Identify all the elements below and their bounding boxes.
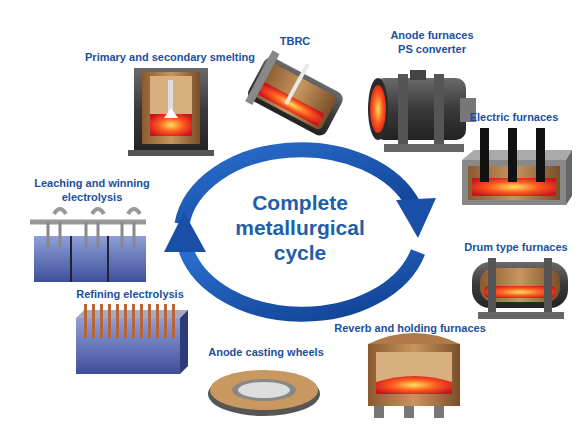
process-label: Electric furnaces [449, 110, 579, 124]
smelting-furnace [128, 68, 214, 156]
refining-cells [76, 304, 188, 374]
reverb-furnace [368, 333, 460, 418]
process-label: Anode casting wheels [186, 345, 346, 359]
process-label: Leaching and winning electrolysis [26, 176, 158, 204]
drum-furnace [472, 258, 568, 319]
process-label: TBRC [255, 34, 335, 48]
process-label: Primary and secondary smelting [60, 50, 280, 64]
tbrc-converter [243, 49, 348, 142]
electric-furnace [462, 128, 572, 205]
process-label: Anode furnaces PS converter [382, 28, 482, 56]
ps-converter [368, 70, 476, 152]
lance [286, 64, 308, 104]
leaching-cells [30, 209, 146, 282]
process-label: Reverb and holding furnaces [310, 321, 510, 335]
process-label: Drum type furnaces [451, 240, 581, 254]
casting-wheel [208, 370, 320, 416]
cycle-title: Complete metallurgical cycle [225, 190, 375, 265]
cycle-arrows [164, 150, 436, 315]
process-label: Refining electrolysis [50, 287, 210, 301]
